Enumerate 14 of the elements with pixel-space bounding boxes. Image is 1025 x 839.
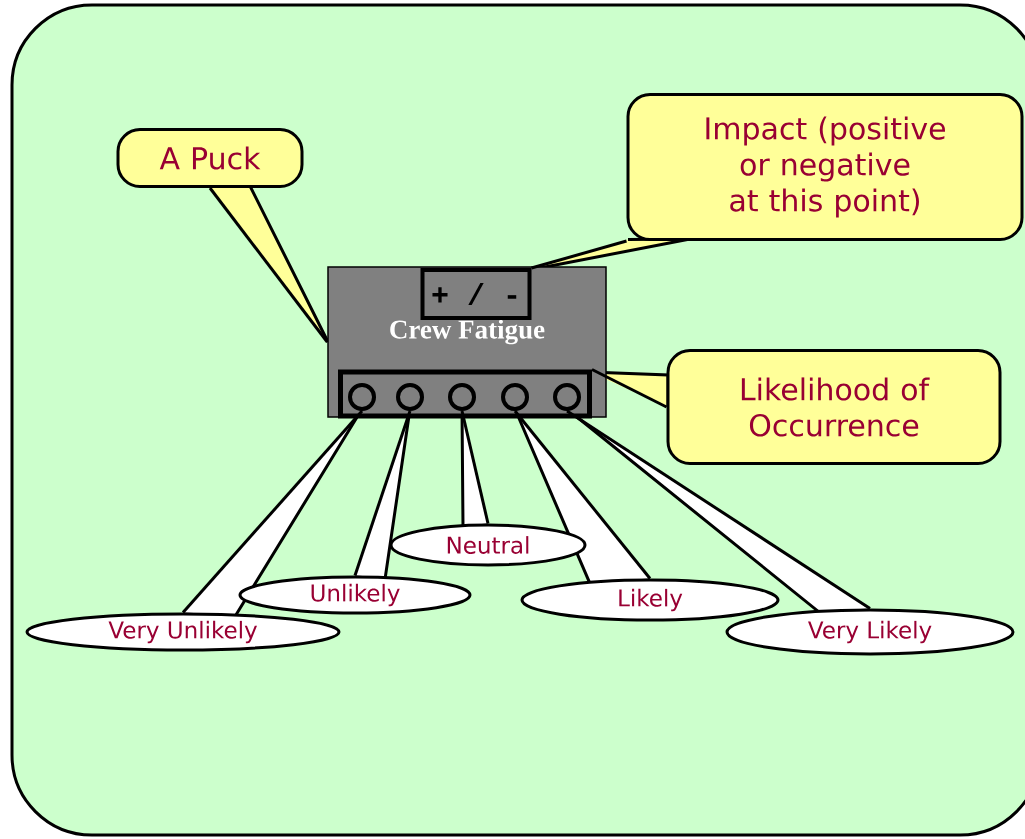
likelihood-label: Very Likely: [725, 608, 1015, 656]
likelihood-label: Likely: [520, 578, 780, 622]
impact-sign-box: + / -: [420, 268, 532, 320]
likelihood-slot: [448, 383, 476, 411]
callout-box: A Puck: [116, 128, 304, 188]
callout-box: Likelihood of Occurrence: [666, 349, 1002, 465]
likelihood-slot: [553, 383, 581, 411]
likelihood-label: Very Unlikely: [25, 612, 341, 652]
callout-box: Impact (positive or negative at this point): [626, 93, 1024, 241]
likelihood-slot: [396, 383, 424, 411]
likelihood-slot: [501, 383, 529, 411]
likelihood-slot-bar: [338, 369, 592, 419]
likelihood-label: Unlikely: [238, 575, 472, 615]
likelihood-slot: [348, 383, 376, 411]
